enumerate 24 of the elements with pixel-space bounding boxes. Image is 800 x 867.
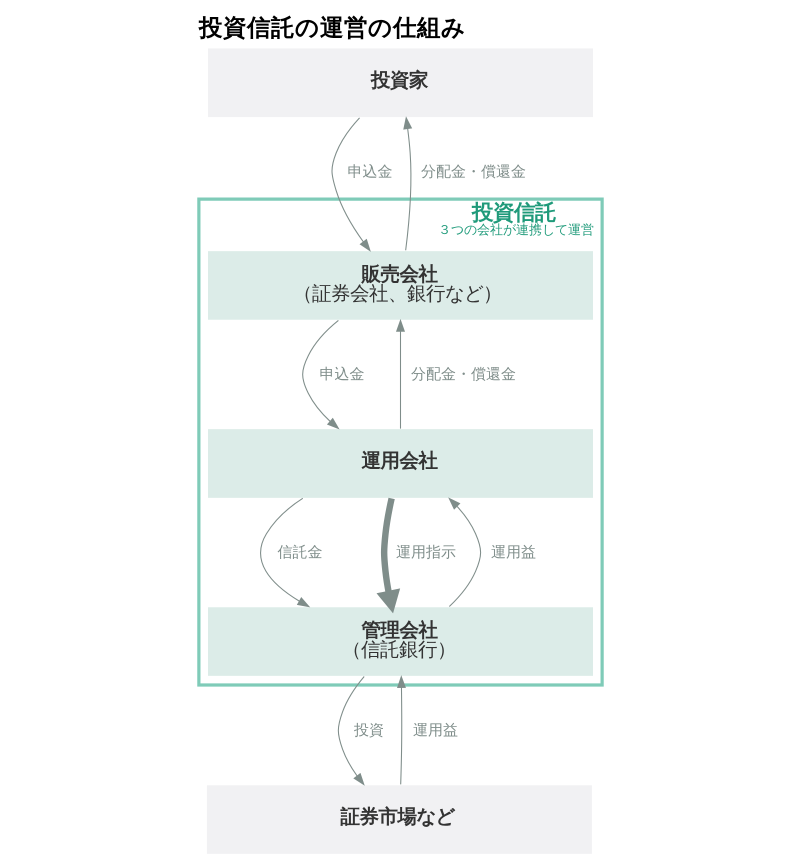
edge-label: 申込金 <box>346 162 392 180</box>
edge-label: 運用益 <box>490 542 536 561</box>
node-box: 運用会社 <box>206 428 594 498</box>
arrow <box>337 676 364 786</box>
arrow <box>396 674 406 784</box>
edge-label: 運用益 <box>412 720 458 739</box>
node-box: 投資家 <box>206 46 594 118</box>
arrow <box>402 116 412 250</box>
edge-label: 投資 <box>353 720 384 739</box>
arrow <box>330 116 370 252</box>
arrow <box>395 318 405 428</box>
arrow <box>302 320 340 430</box>
diagram-title: 投資信託の運営の仕組み <box>198 13 466 42</box>
arrow <box>376 497 400 613</box>
arrow <box>260 497 310 607</box>
edge-label: 申込金 <box>319 364 364 382</box>
edge-label: 信託金 <box>277 542 322 561</box>
edge-label: 分配金・償還金 <box>420 162 526 180</box>
edge-label: 分配金・償還金 <box>410 364 516 382</box>
node-box: 証券市場など <box>205 784 593 854</box>
arrow <box>448 496 481 606</box>
node-box: 販売会社 （証券会社、銀行など） <box>206 250 594 320</box>
node-box: 管理会社 （信託銀行） <box>206 606 594 676</box>
edge-label: 運用指示 <box>396 542 456 561</box>
